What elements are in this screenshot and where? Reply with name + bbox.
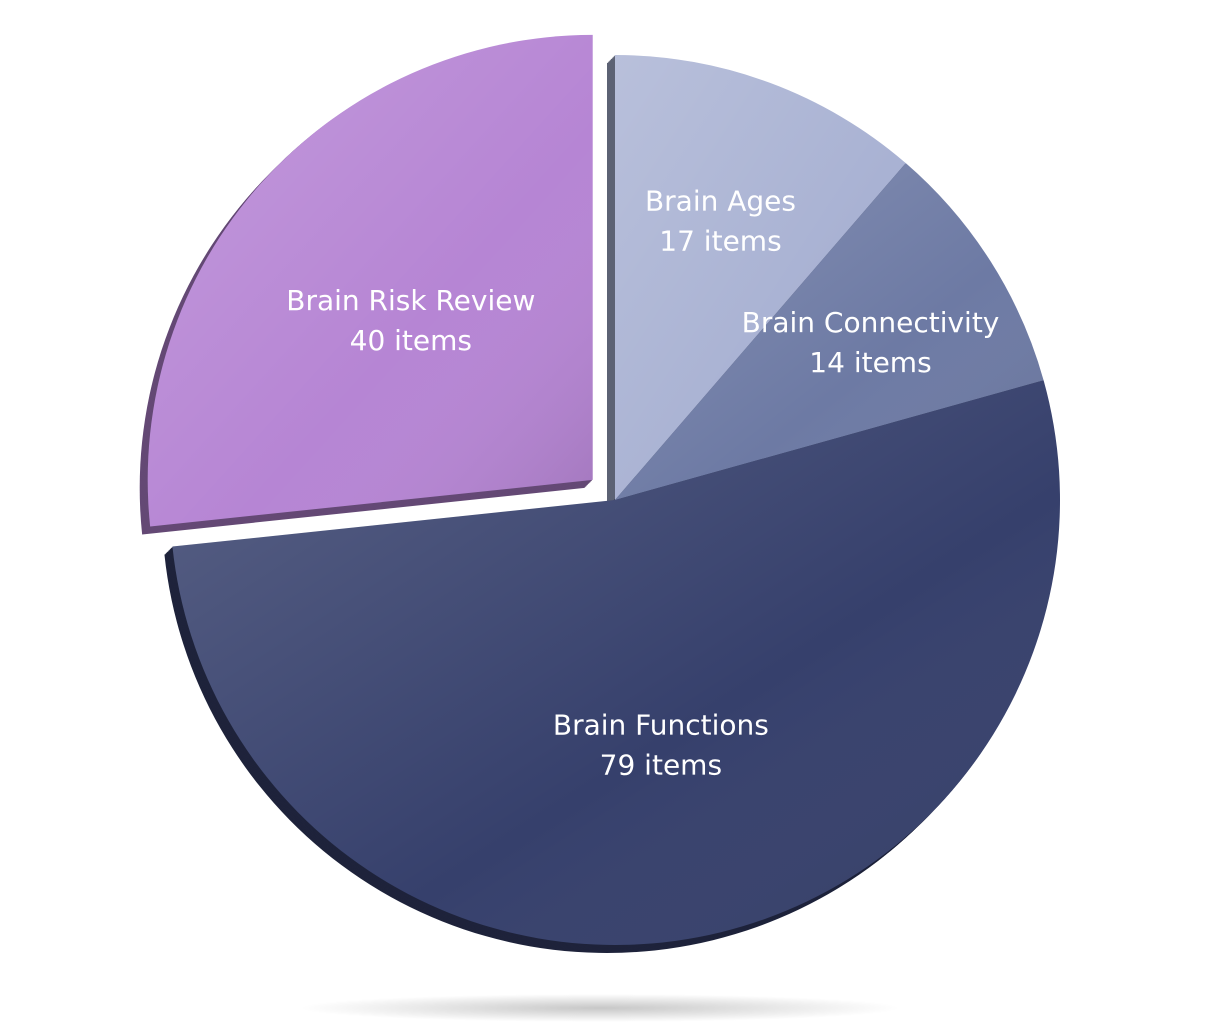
slice-name-brain-risk-review: Brain Risk Review: [286, 284, 535, 317]
slice-label-brain-risk-review: Brain Risk Review 40 items: [286, 284, 535, 357]
slice-value-brain-functions: 79 items: [600, 748, 722, 781]
slice-sheen-brain-functions: [172, 380, 1060, 945]
slice-sheen-brain-risk-review: [147, 34, 593, 527]
slice-label-brain-connectivity: Brain Connectivity 14 items: [742, 306, 1000, 379]
slice-name-brain-functions: Brain Functions: [553, 708, 769, 741]
slice-value-brain-risk-review: 40 items: [350, 324, 472, 357]
chart-floor-shadow: [300, 994, 900, 1022]
slice-label-brain-functions: Brain Functions 79 items: [553, 708, 769, 781]
slice-value-brain-ages: 17 items: [659, 224, 781, 257]
slice-value-brain-connectivity: 14 items: [809, 346, 931, 379]
slice-sheen-brain-ages: [615, 55, 906, 500]
slice-name-brain-ages: Brain Ages: [645, 184, 796, 217]
slice-face-layer: [147, 34, 1060, 945]
slice-sheen-brain-connectivity: [615, 163, 1044, 500]
slice-label-brain-ages: Brain Ages 17 items: [645, 184, 796, 257]
slice-name-brain-connectivity: Brain Connectivity: [742, 306, 1000, 339]
